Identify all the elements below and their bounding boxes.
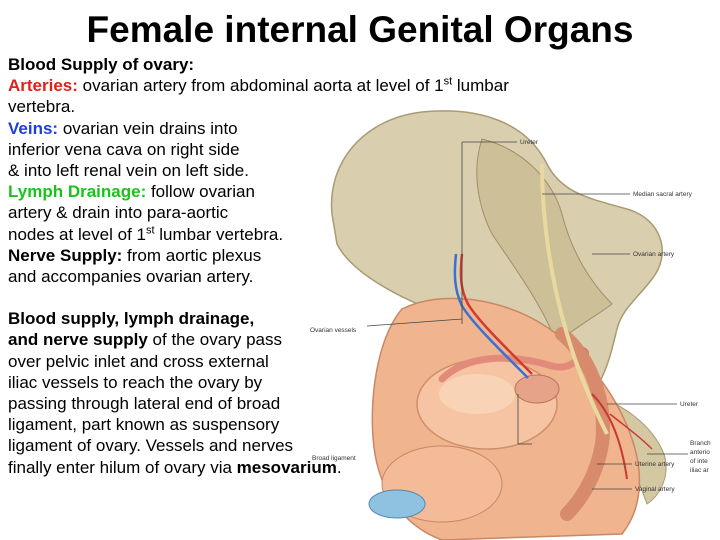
arteries-line2: vertebra. (8, 97, 76, 117)
ovary-shape (514, 374, 560, 404)
nerve-line2: and accompanies ovarian artery. (8, 266, 254, 286)
arteries-sup: st (443, 75, 453, 88)
slide-body-text: Blood Supply of ovary: Arteries: ovarian… (8, 54, 688, 478)
label-ovarian-artery: Ovarian artery (633, 251, 675, 258)
lymph-sup: st (145, 223, 155, 236)
lymph-label: Lymph Drainage: (8, 182, 147, 202)
label-ovarian-vessels: Ovarian vessels (310, 327, 357, 334)
label-branch-line4: iliac ar (690, 467, 710, 474)
para-bold2: and nerve supply (8, 330, 148, 350)
arteries-label: Arteries: (8, 76, 78, 96)
veins-line3: & into left renal vein on left side. (8, 160, 249, 180)
label-branch-line3: of inte (690, 458, 708, 465)
veins-text1: ovarian vein drains into (58, 118, 238, 138)
leader-ovarian-vessels (366, 318, 463, 327)
uterus-highlight (439, 374, 515, 414)
paragraph-gap (8, 287, 688, 308)
arteries-text1: ovarian artery from abdominal aorta at l… (77, 76, 444, 96)
veins-line2: inferior vena cava on right side (8, 139, 240, 159)
arteries-text2: lumbar (452, 76, 509, 96)
nerve-line1: Nerve Supply: from aortic plexus (8, 245, 688, 266)
blue-structure-shape (368, 489, 426, 519)
para-line5: passing through lateral end of broad (8, 394, 281, 413)
label-branch-line2: anterio (690, 449, 710, 456)
sacrum-shape (476, 138, 613, 345)
lymph-text3a: nodes at level of 1 (8, 224, 146, 244)
label-broad-ligament: Broad ligament (312, 455, 356, 462)
lymph-text3b: lumbar vertebra. (154, 224, 284, 244)
lymph-line1: Lymph Drainage: follow ovarian (8, 181, 688, 202)
para-line3: over pelvic inlet and cross external (8, 351, 269, 371)
label-vaginal-artery: Vaginal artery (635, 486, 675, 493)
para-text2: of the ovary pass (147, 330, 283, 350)
para-line8: finally enter hilum of ovary via mesovar… (8, 457, 688, 478)
pelvis-illustration: Ureter Median sacral artery Ovarian arte… (310, 110, 711, 540)
iliac-artery-path (591, 393, 628, 480)
blood-supply-heading: Blood Supply of ovary: (8, 55, 195, 74)
iliac-artery-branch-path (609, 413, 653, 450)
arteries-line1: Arteries: ovarian artery from abdominal … (8, 75, 688, 96)
ureter-path (540, 163, 609, 435)
para-line4: iliac vessels to reach the ovary by (8, 372, 263, 392)
nerve-label: Nerve Supply: (8, 245, 123, 265)
veins-line1: Veins: ovarian vein drains into (8, 118, 688, 139)
label-ureter-bottom: Ureter (680, 401, 699, 408)
para-line7: ligament of ovary. Vessels and nerves (8, 436, 294, 456)
veins-label: Veins: (8, 118, 59, 138)
para-text8: finally enter hilum of ovary via (8, 457, 237, 477)
para-line2: and nerve supply of the ovary pass (8, 329, 688, 350)
lymph-line2: artery & drain into para-aortic (8, 203, 229, 223)
nerve-text1: from aortic plexus (122, 245, 262, 265)
slide-title: Female internal Genital Organs (86, 9, 634, 50)
mesovarium-term: mesovarium (236, 457, 337, 477)
label-ureter-top: Ureter (520, 139, 539, 146)
rectum-shape (555, 327, 610, 521)
lymph-line3: nodes at level of 1st lumbar vertebra. (8, 224, 688, 245)
label-median-sacral-artery: Median sacral artery (633, 191, 693, 198)
para-end: . (336, 457, 342, 477)
lymph-text1: follow ovarian (146, 182, 255, 202)
para-line6: ligament, part known as suspensory (8, 415, 280, 435)
label-branch-line1: Branch (690, 440, 711, 447)
ovarian-artery-path (459, 253, 533, 375)
para-line1: Blood supply, lymph drainage, (8, 309, 255, 329)
label-uterine-artery: Uterine artery (635, 461, 675, 468)
